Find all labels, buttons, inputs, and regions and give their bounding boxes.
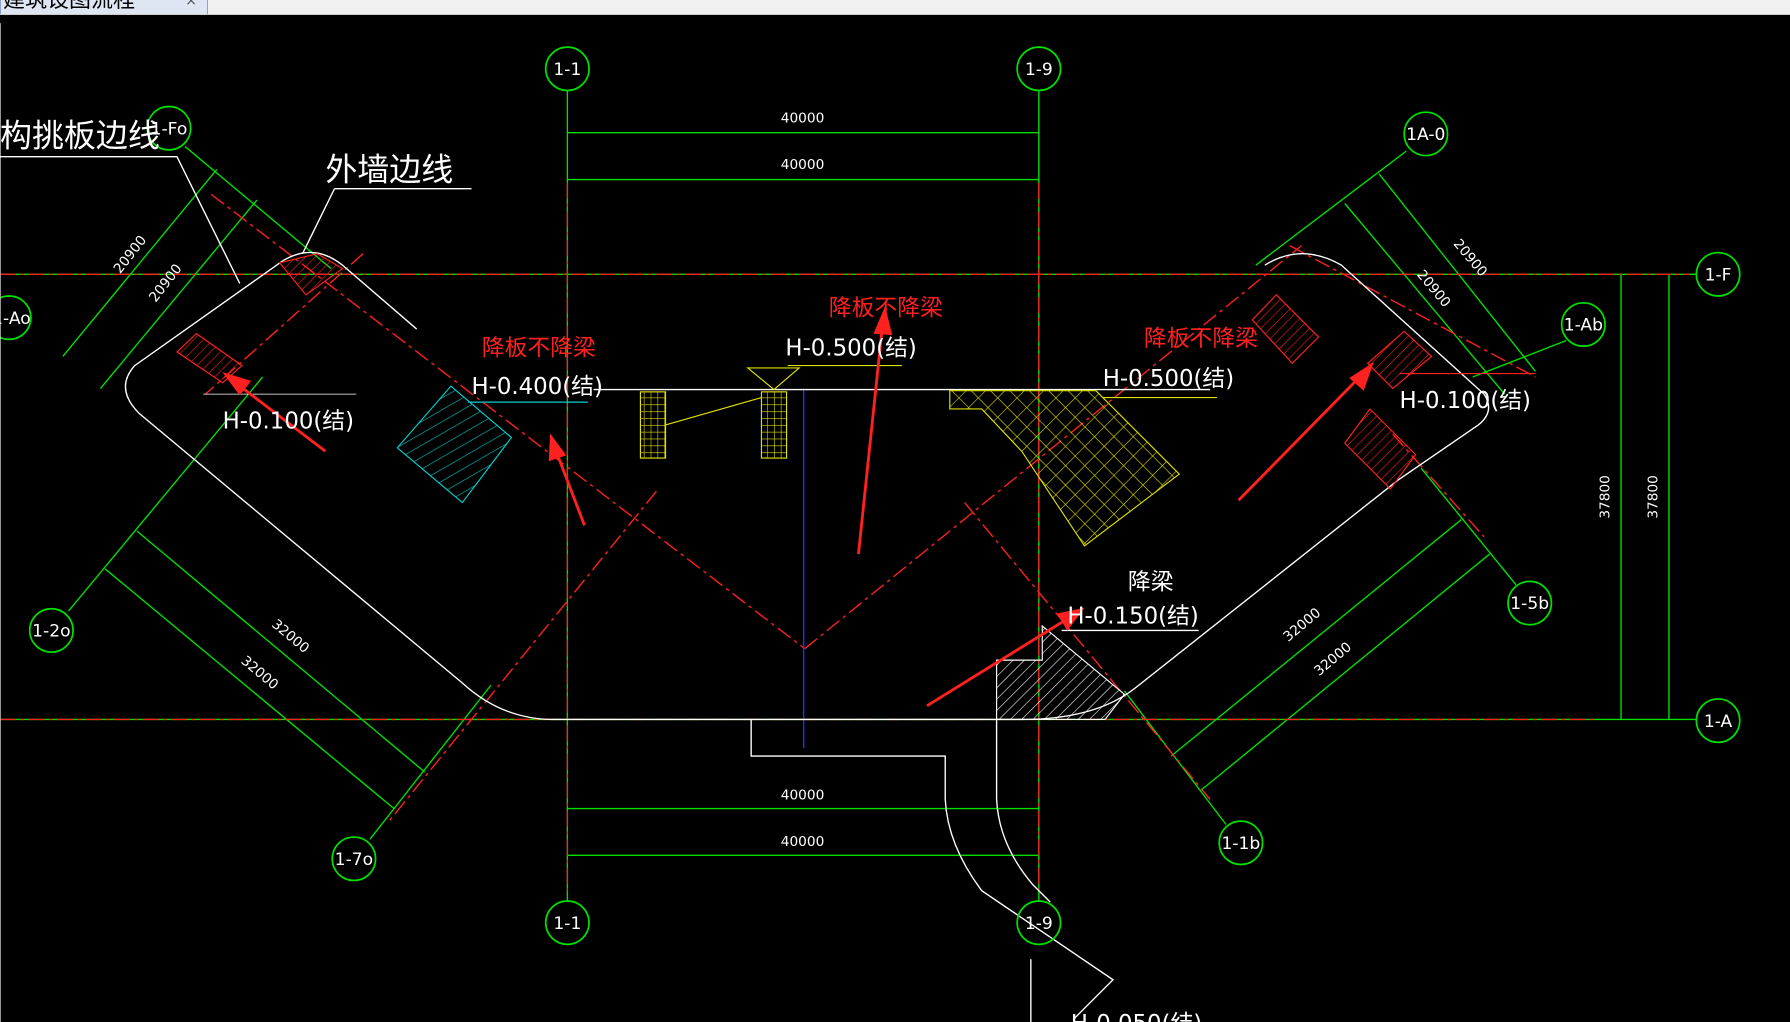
dim-right-1: 37800 [1598, 475, 1614, 519]
label-h-0500-b: H-0.500(结) [1103, 366, 1234, 392]
axis-bubbles [0, 46, 1741, 946]
building-outline [0, 156, 1490, 1022]
dim-top-1: 40000 [781, 110, 825, 126]
label-slab-drop-2: 降板不降梁 [829, 295, 943, 321]
dim-left-a1: 20900 [111, 233, 150, 277]
axis-label-1-5b: 1-5b [1510, 594, 1549, 614]
label-h-0100-a: H-0.100(结) [223, 408, 354, 434]
annotation-arrows [222, 306, 1374, 708]
dim-right-b2: 32000 [1311, 639, 1355, 679]
dim-right-2: 37800 [1646, 475, 1662, 519]
axis-label-1-2o: 1-2o [32, 622, 70, 642]
label-h-0100-b: H-0.100(结) [1400, 388, 1531, 414]
label-outer-wall-edge: 外墙边线 [325, 151, 453, 189]
dim-left-b1: 32000 [268, 616, 312, 656]
hatch-regions [176, 253, 1536, 721]
document-tab[interactable]: 建筑设图流程 × [0, 0, 208, 14]
axis-grid [0, 90, 1697, 901]
axis-label-1a-0: 1A-0 [1406, 125, 1445, 145]
axis-label-1-9-top: 1-9 [1025, 60, 1053, 80]
dim-left-b2: 32000 [238, 653, 282, 693]
dim-bottom-1: 40000 [781, 787, 825, 803]
dim-right-a1: 20900 [1450, 236, 1490, 280]
axis-label-1-a: 1-A [1704, 712, 1733, 732]
axis-label-1-7o: 1-7o [335, 850, 373, 870]
axis-label-1-1b: 1-1b [1221, 834, 1260, 854]
close-tab-icon[interactable]: × [185, 0, 197, 9]
axis-label-1-ab: 1-Ab [1564, 316, 1603, 336]
document-tab-bar: 建筑设图流程 × [0, 0, 1790, 15]
dim-top-2: 40000 [781, 157, 825, 173]
axis-label-1-fo: 1-Fo [151, 119, 188, 139]
axis-label-1-ao: 1-Ao [0, 309, 31, 329]
label-slab-drop-1: 降板不降梁 [482, 335, 596, 361]
document-tab-title: 建筑设图流程 [3, 0, 136, 13]
label-h-0050: H-0.050(结) [1071, 1011, 1202, 1022]
dim-left-a2: 20900 [146, 261, 185, 305]
cad-drawing-canvas[interactable]: 1-1 1-9 1-1 1-9 1-Fo 1-Ao 1-2o 1-7o 1A-0… [0, 14, 1790, 1022]
label-h-0500-a: H-0.500(结) [785, 335, 916, 361]
axis-label-1-f: 1-F [1705, 265, 1732, 285]
axis-label-1-9-bottom: 1-9 [1025, 914, 1053, 934]
dim-right-b1: 32000 [1280, 605, 1324, 645]
label-slab-drop-3: 降板不降梁 [1144, 326, 1258, 352]
label-cantilever-edge: 构挑板边线 [0, 116, 160, 154]
axis-label-1-1-bottom: 1-1 [553, 914, 581, 934]
dim-right-a2: 20900 [1413, 267, 1453, 311]
label-h-0150: H-0.150(结) [1067, 604, 1198, 630]
axis-label-1-1-top: 1-1 [553, 60, 581, 80]
label-beam-drop: 降梁 [1128, 569, 1174, 595]
label-h-0400: H-0.400(结) [471, 374, 602, 400]
dim-bottom-2: 40000 [781, 834, 825, 850]
